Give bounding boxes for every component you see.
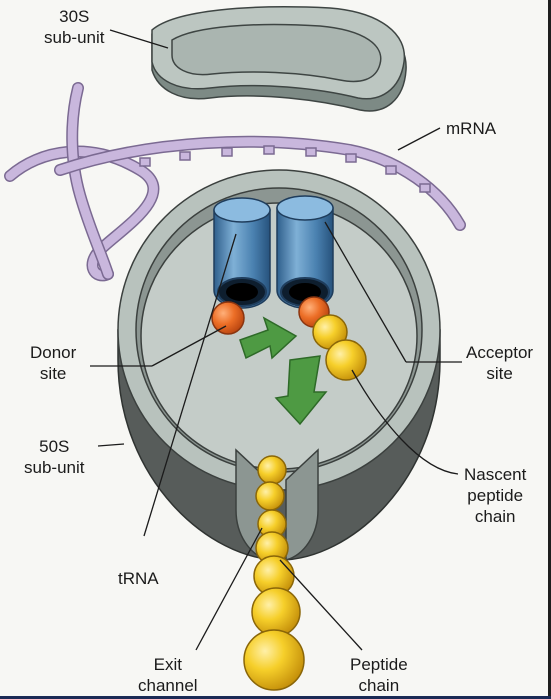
30s-subunit: [152, 7, 406, 111]
label-nascent-peptide-chain: Nascent peptide chain: [464, 464, 526, 527]
donor-residue: [212, 302, 244, 334]
label-acceptor-site: Acceptor site: [466, 342, 533, 384]
label-exit-channel: Exit channel: [138, 654, 198, 696]
trna-acceptor: [277, 196, 333, 308]
trna-donor: [214, 198, 270, 308]
label-50s-subunit: 50S sub-unit: [24, 436, 84, 478]
label-donor-site: Donor site: [30, 342, 76, 384]
label-peptide-chain: Peptide chain: [350, 654, 408, 696]
label-trna: tRNA: [118, 568, 159, 589]
label-30s-subunit: 30S sub-unit: [44, 6, 104, 48]
label-mrna: mRNA: [446, 118, 496, 139]
